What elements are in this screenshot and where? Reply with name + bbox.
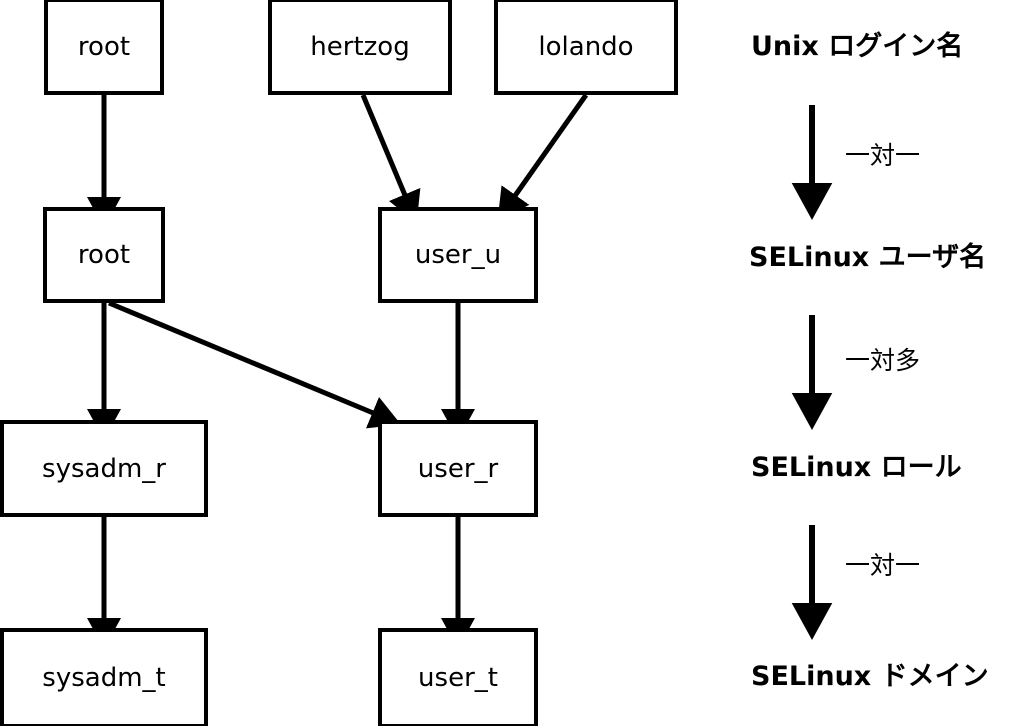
node-unix-lolando[interactable]: lolando	[494, 0, 678, 95]
node-role-user-r[interactable]: user_r	[378, 420, 538, 517]
node-unix-hertzog[interactable]: hertzog	[268, 0, 452, 95]
node-label: root	[77, 240, 131, 270]
node-label: sysadm_r	[42, 453, 166, 484]
legend-cardinality-seuser-to-role: 一対多	[845, 346, 921, 375]
node-label: user_r	[417, 453, 499, 484]
legend-tier-selinux-domain: SELinux ドメイン	[751, 661, 989, 692]
node-role-sysadm-r[interactable]: sysadm_r	[0, 420, 208, 517]
node-unix-root[interactable]: root	[44, 0, 164, 95]
node-label: root	[77, 31, 131, 62]
edge-seuser-root-to-role-user	[108, 300, 402, 429]
node-domain-sysadm-t[interactable]: sysadm_t	[0, 628, 208, 726]
legend-tier-selinux-user-name: SELinux ユーザ名	[749, 242, 987, 273]
edge-unix-lolando-to-seuser-user	[497, 93, 589, 221]
node-label: lolando	[538, 31, 634, 62]
node-domain-user-t[interactable]: user_t	[378, 628, 538, 726]
edge-unix-hertzog-to-seuser-user	[360, 94, 421, 224]
legend-tier-selinux-role: SELinux ロール	[751, 452, 962, 483]
node-seuser-user-u[interactable]: user_u	[378, 207, 538, 303]
node-label: user_u	[414, 240, 502, 270]
legend-tier-unix-login-name: Unix ログイン名	[751, 31, 964, 62]
node-label: sysadm_t	[42, 663, 166, 693]
legend-cardinality-unix-to-seuser: 一対一	[845, 141, 921, 170]
node-seuser-root[interactable]: root	[43, 207, 165, 303]
node-label: hertzog	[310, 31, 410, 62]
node-label: user_t	[418, 663, 498, 693]
legend-cardinality-role-to-domain: 一対一	[845, 551, 921, 580]
